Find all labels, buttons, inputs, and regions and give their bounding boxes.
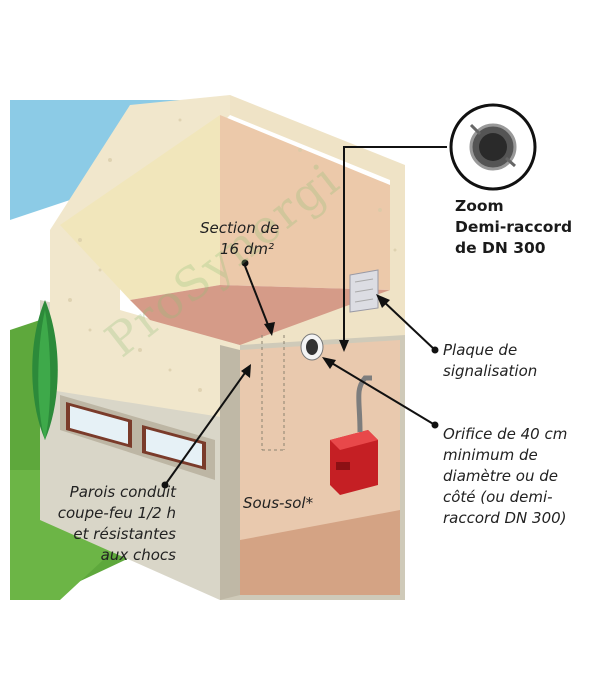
plaque-line-1: Plaque de (443, 341, 518, 359)
basement-side (220, 345, 240, 600)
interior-back-left (60, 115, 220, 300)
zoom-caption: Zoom Demi-raccord de DN 300 (455, 196, 572, 259)
orifice-line-5: raccord DN 300) (443, 509, 567, 527)
parois-line-3: et résistantes (73, 525, 176, 543)
section-line-1: Section de (200, 219, 280, 237)
leader-dots (161, 259, 439, 489)
zoom-line-1: Zoom (455, 197, 504, 215)
interior-back-right (220, 115, 390, 290)
signal-plaque (349, 269, 379, 313)
basement-floor (240, 510, 400, 595)
plaque-label: Plaque de signalisation (443, 340, 537, 382)
orifice-label: Orifice de 40 cm minimum de diamètre ou … (443, 424, 567, 529)
interior-floor (130, 285, 390, 345)
cypress-tree (32, 300, 58, 440)
orifice-line-4: côté (ou demi- (443, 488, 553, 506)
basement-window-right (142, 425, 206, 470)
orifice-line-1: Orifice de 40 cm (443, 425, 568, 443)
parois-label: Parois conduit coupe-feu 1/2 h et résist… (28, 482, 176, 566)
orifice-line-2: minimum de (443, 446, 538, 464)
arrow-heads (241, 294, 390, 378)
parois-line-4: aux chocs (100, 546, 176, 564)
parois-line-1: Parois conduit (69, 483, 176, 501)
parois-line-2: coupe-feu 1/2 h (57, 504, 176, 522)
section-line-2: 16 dm² (220, 240, 275, 258)
upper-right-wall (230, 95, 405, 345)
leader-lines (164, 146, 447, 486)
upper-left-wall (50, 95, 240, 420)
plaque-line-2: signalisation (443, 362, 538, 380)
zoom-inset (449, 103, 537, 191)
zoom-line-2: Demi-raccord (455, 218, 573, 236)
zoom-line-3: de DN 300 (455, 239, 546, 257)
section-label: Section de 16 dm² (200, 218, 279, 260)
conduit-duct (261, 335, 285, 451)
soussol-label: Sous-sol* (243, 494, 314, 512)
basement-window-left (66, 402, 132, 448)
orifice-line-3: diamètre ou de (443, 467, 558, 485)
boiler (330, 375, 378, 495)
orifice-connector (300, 333, 324, 361)
